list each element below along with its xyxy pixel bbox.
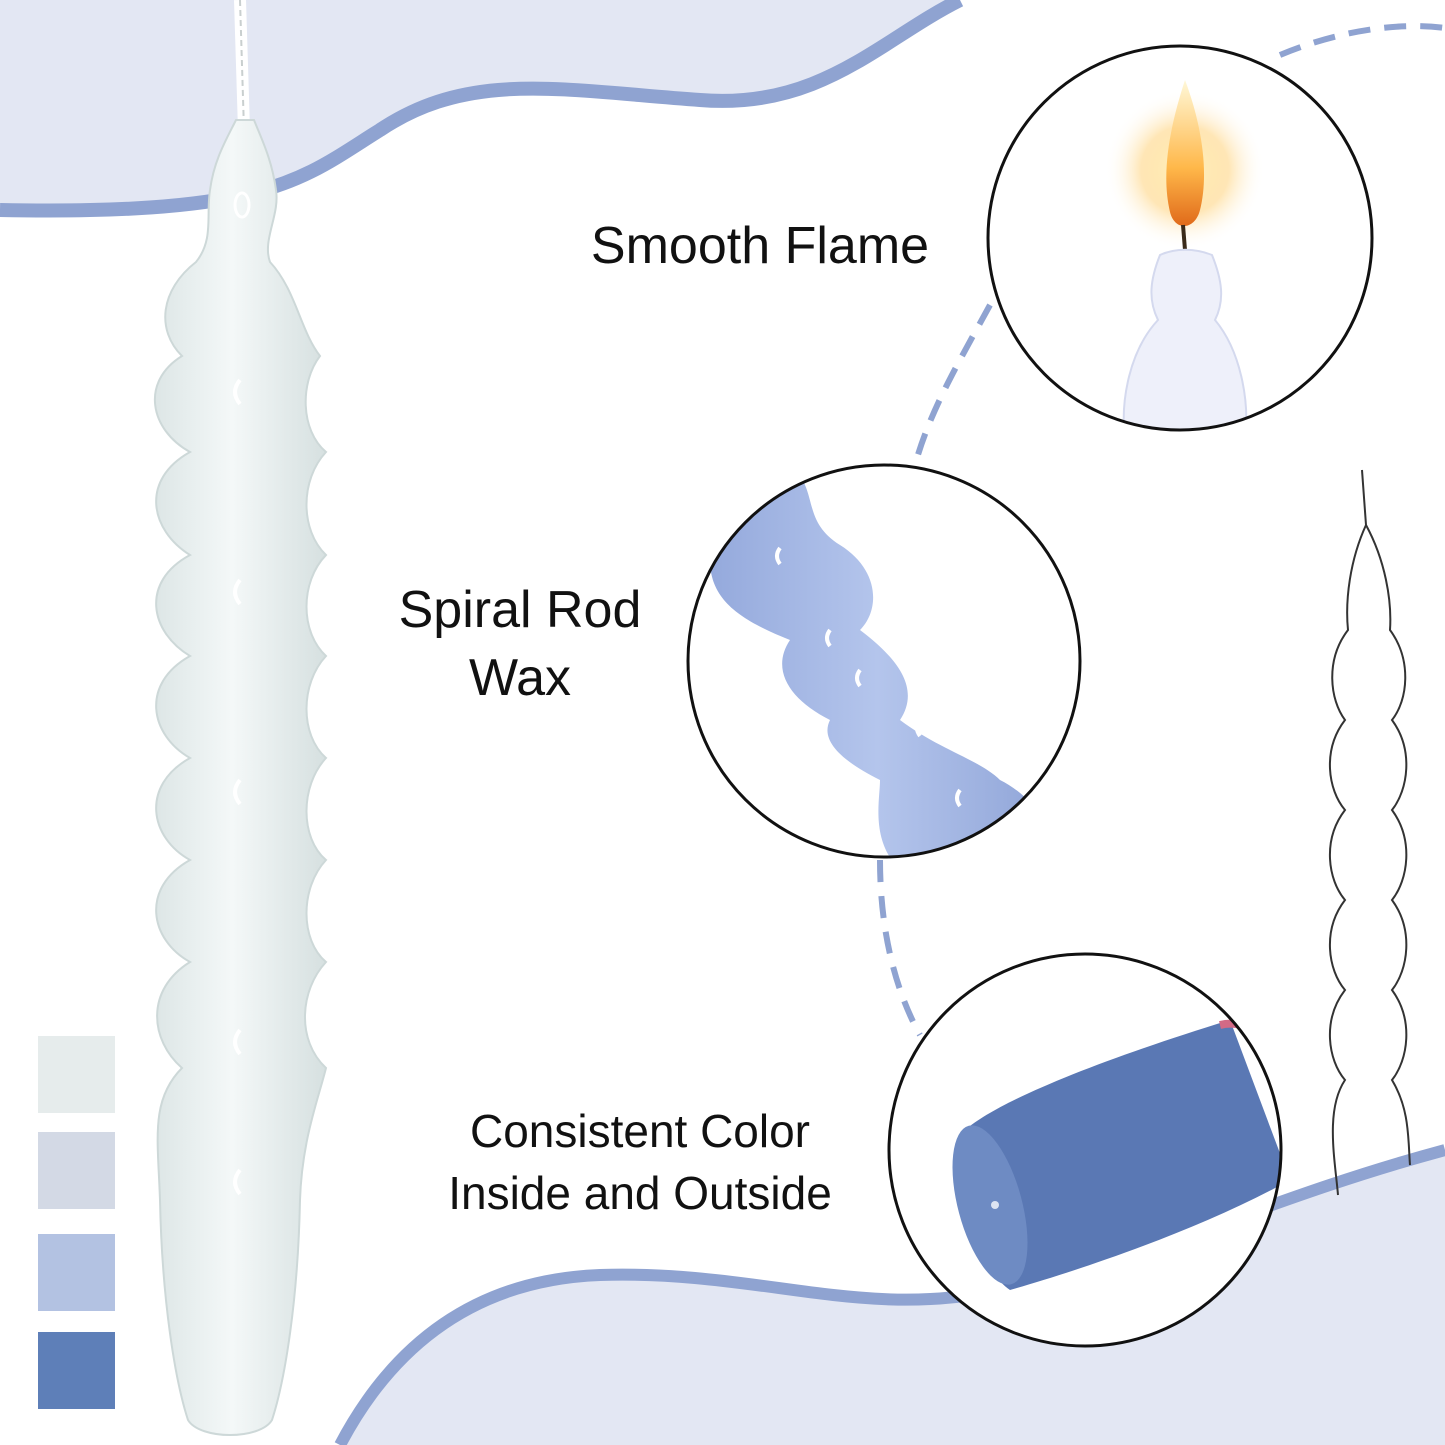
color-swatch-light-gray-blue xyxy=(38,1132,115,1209)
color-swatch-blue xyxy=(38,1332,115,1409)
feature-label-flame-line1: Smooth Flame xyxy=(590,217,930,275)
feature-label-spiral: Spiral Rod Wax xyxy=(360,576,680,712)
candle-outline-drawing xyxy=(1328,469,1411,1196)
color-swatch-light-blue xyxy=(38,1234,115,1311)
background-wave-bottom xyxy=(340,1150,1445,1445)
color-swatch-white xyxy=(38,1036,115,1113)
feature-label-color: Consistent Color Inside and Outside xyxy=(400,1100,880,1224)
feature-label-spiral-line2: Wax xyxy=(468,649,572,707)
main-candle xyxy=(153,0,328,1436)
blue-candle-base xyxy=(962,1020,1281,1290)
feature-label-spiral-line1: Spiral Rod xyxy=(398,581,642,639)
blue-spiral-candle xyxy=(707,465,1048,857)
dashed-connector-top xyxy=(1278,23,1445,58)
flame-icon xyxy=(1166,80,1205,227)
dashed-connector-bottom xyxy=(877,859,923,1037)
feature-label-flame: Smooth Flame xyxy=(540,212,980,280)
feature-label-color-line1: Consistent Color xyxy=(469,1105,811,1157)
feature-label-color-line2: Inside and Outside xyxy=(448,1167,832,1219)
color-detail-circle xyxy=(887,952,1283,1348)
flame-detail-circle xyxy=(986,44,1374,432)
candle-body xyxy=(153,119,328,1436)
spiral-detail-circle xyxy=(686,463,1082,859)
background-wave-top xyxy=(0,0,960,211)
dashed-connector-middle xyxy=(912,303,993,466)
